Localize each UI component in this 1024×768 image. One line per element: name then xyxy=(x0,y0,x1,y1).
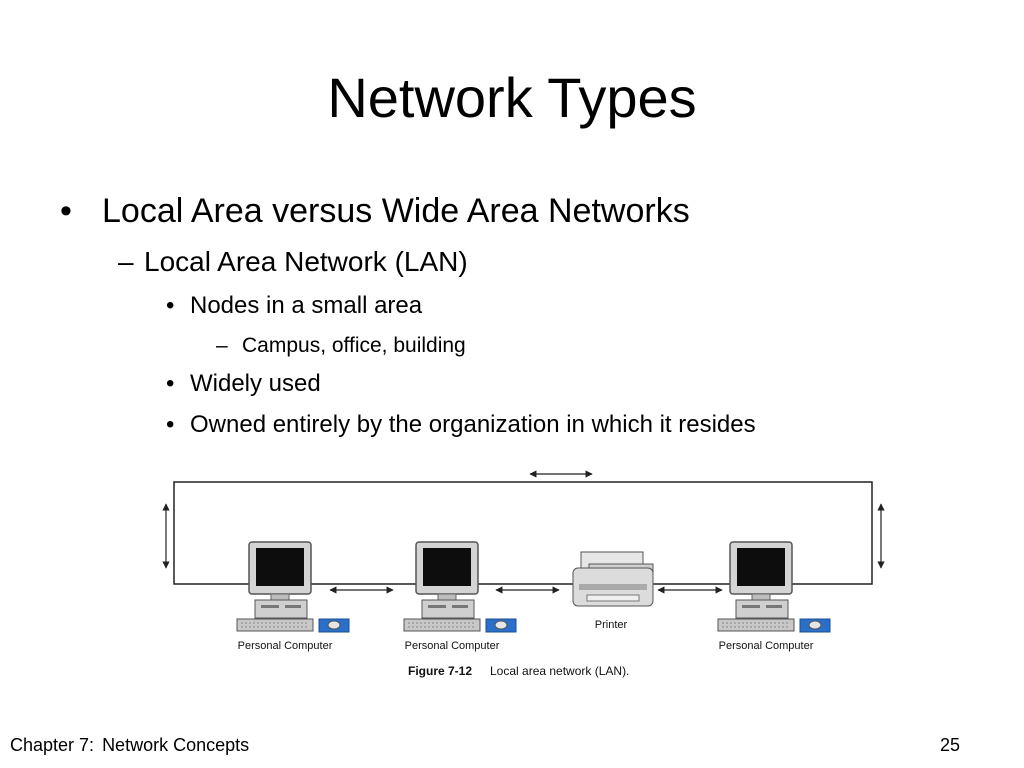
bullet-marker: • xyxy=(166,370,175,397)
bullet-text: Local Area versus Wide Area Networks xyxy=(102,192,690,230)
pc-label: Personal Computer xyxy=(405,640,500,652)
personal-computer-icon xyxy=(717,541,831,633)
bullet-marker: • xyxy=(166,411,175,438)
personal-computer-icon xyxy=(236,541,350,633)
bullet-level4-campus: –Campus, office, building xyxy=(216,333,466,359)
bullet-marker: – xyxy=(118,246,134,277)
bullet-level1-lan-vs-wan: • Local Area versus Wide Area Networks xyxy=(60,190,690,232)
bullet-text: Widely used xyxy=(190,370,321,397)
printer-label: Printer xyxy=(595,619,628,631)
footer-chapter-number: Chapter 7: xyxy=(10,735,95,755)
slide-title: Network Types xyxy=(327,66,697,129)
figure-caption-number: Figure 7-12 xyxy=(408,664,472,678)
bullet-level2-lan: –Local Area Network (LAN) xyxy=(118,244,468,280)
personal-computer-icon xyxy=(403,541,517,633)
printer-icon xyxy=(572,551,654,607)
bullet-level3-widely-used: • Widely used xyxy=(166,369,321,399)
bullet-level3-small-area: • Nodes in a small area xyxy=(166,291,422,321)
bullet-level3-owned: • Owned entirely by the organization in w… xyxy=(166,410,756,440)
footer-chapter: Chapter 7: Network Concepts xyxy=(10,734,249,756)
pc-label: Personal Computer xyxy=(719,640,814,652)
bullet-marker: • xyxy=(60,192,72,230)
pc-label: Personal Computer xyxy=(238,640,333,652)
footer-topic: Network Concepts xyxy=(102,735,250,755)
bullet-text: Local Area Network (LAN) xyxy=(144,246,468,277)
bullet-text: Campus, office, building xyxy=(242,334,466,357)
lan-figure: Personal Computer Personal Computer Prin… xyxy=(162,470,885,678)
bullet-marker: • xyxy=(166,292,175,319)
bullet-marker: – xyxy=(216,334,228,357)
lan-loop xyxy=(173,481,873,585)
bullet-text: Owned entirely by the organization in wh… xyxy=(190,411,756,438)
bullet-text: Nodes in a small area xyxy=(190,292,423,319)
page-number: 25 xyxy=(939,735,960,755)
figure-caption-text: Local area network (LAN). xyxy=(490,664,629,678)
